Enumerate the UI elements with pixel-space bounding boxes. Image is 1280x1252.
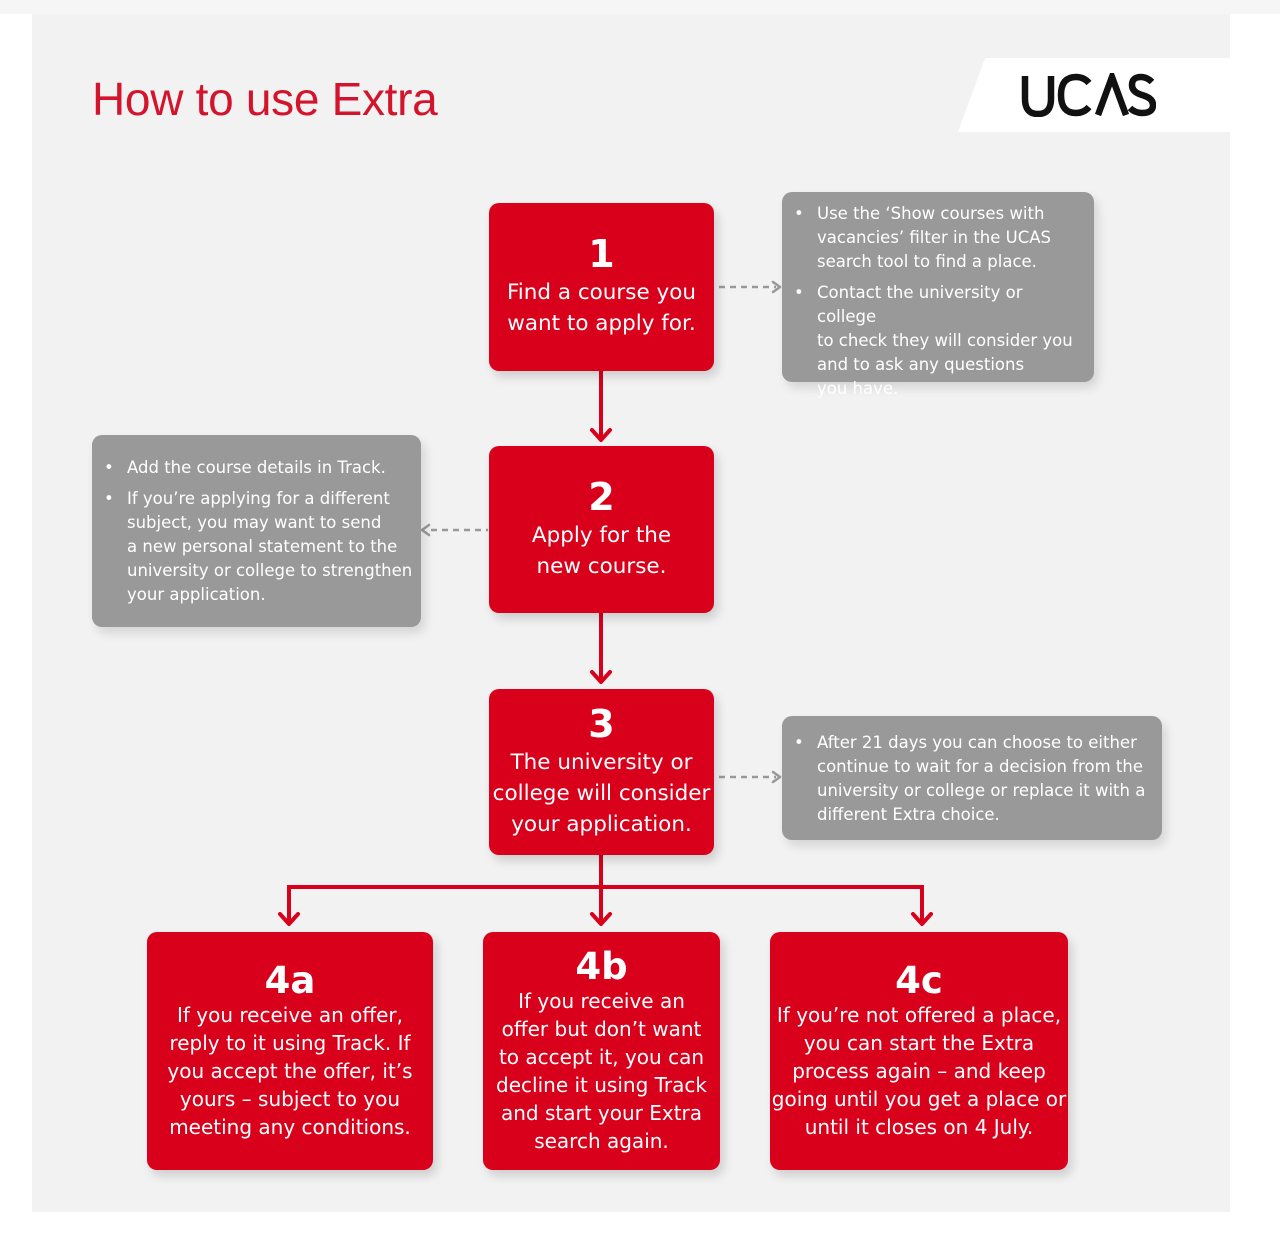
step-2-box: 2 Apply for the new course. [489, 446, 714, 613]
step-description: If you receive an offer but don’t want t… [496, 988, 707, 1153]
note-step-1: Use the ‘Show courses with vacancies’ fi… [782, 192, 1094, 398]
step-number: 4c [895, 958, 943, 1002]
note-bullet: Use the ‘Show courses with vacancies’ fi… [794, 202, 1086, 274]
step-number: 3 [588, 701, 615, 746]
step-number: 2 [588, 474, 615, 519]
note-bullet: Contact the university or college to che… [794, 281, 1086, 401]
logo-background [958, 58, 1230, 132]
step-description: If you receive an offer, reply to it usi… [167, 1002, 413, 1139]
step-description: The university or college will consider … [492, 749, 711, 837]
note-step-3: After 21 days you can choose to either c… [782, 716, 1162, 840]
note-bullet: Add the course details in Track. [104, 456, 413, 480]
note-bullet: After 21 days you can choose to either c… [794, 731, 1156, 827]
step-1-box: 1 Find a course you want to apply for. [489, 203, 714, 371]
step-description: If you’re not offered a place, you can s… [771, 1002, 1067, 1139]
ucas-logo [1021, 73, 1156, 117]
step-number: 4a [264, 958, 316, 1002]
step-4b-box: 4b If you receive an offer but don’t wan… [483, 932, 720, 1170]
step-3-box: 3 The university or college will conside… [489, 689, 714, 855]
note-list: After 21 days you can choose to either c… [794, 731, 1156, 827]
top-band [0, 0, 1280, 14]
note-step-2: Add the course details in Track. If you’… [92, 435, 421, 627]
step-description: Find a course you want to apply for. [506, 280, 697, 336]
step-4c-box: 4c If you’re not offered a place, you ca… [770, 932, 1068, 1170]
note-list: Use the ‘Show courses with vacancies’ fi… [794, 202, 1086, 401]
step-description: Apply for the new course. [531, 522, 672, 579]
note-bullet: If you’re applying for a different subje… [104, 487, 413, 607]
step-number: 4b [575, 944, 628, 988]
step-number: 1 [588, 232, 615, 276]
page-title: How to use Extra [92, 73, 438, 125]
note-list: Add the course details in Track. If you’… [104, 456, 413, 607]
step-4a-box: 4a If you receive an offer, reply to it … [147, 932, 433, 1170]
